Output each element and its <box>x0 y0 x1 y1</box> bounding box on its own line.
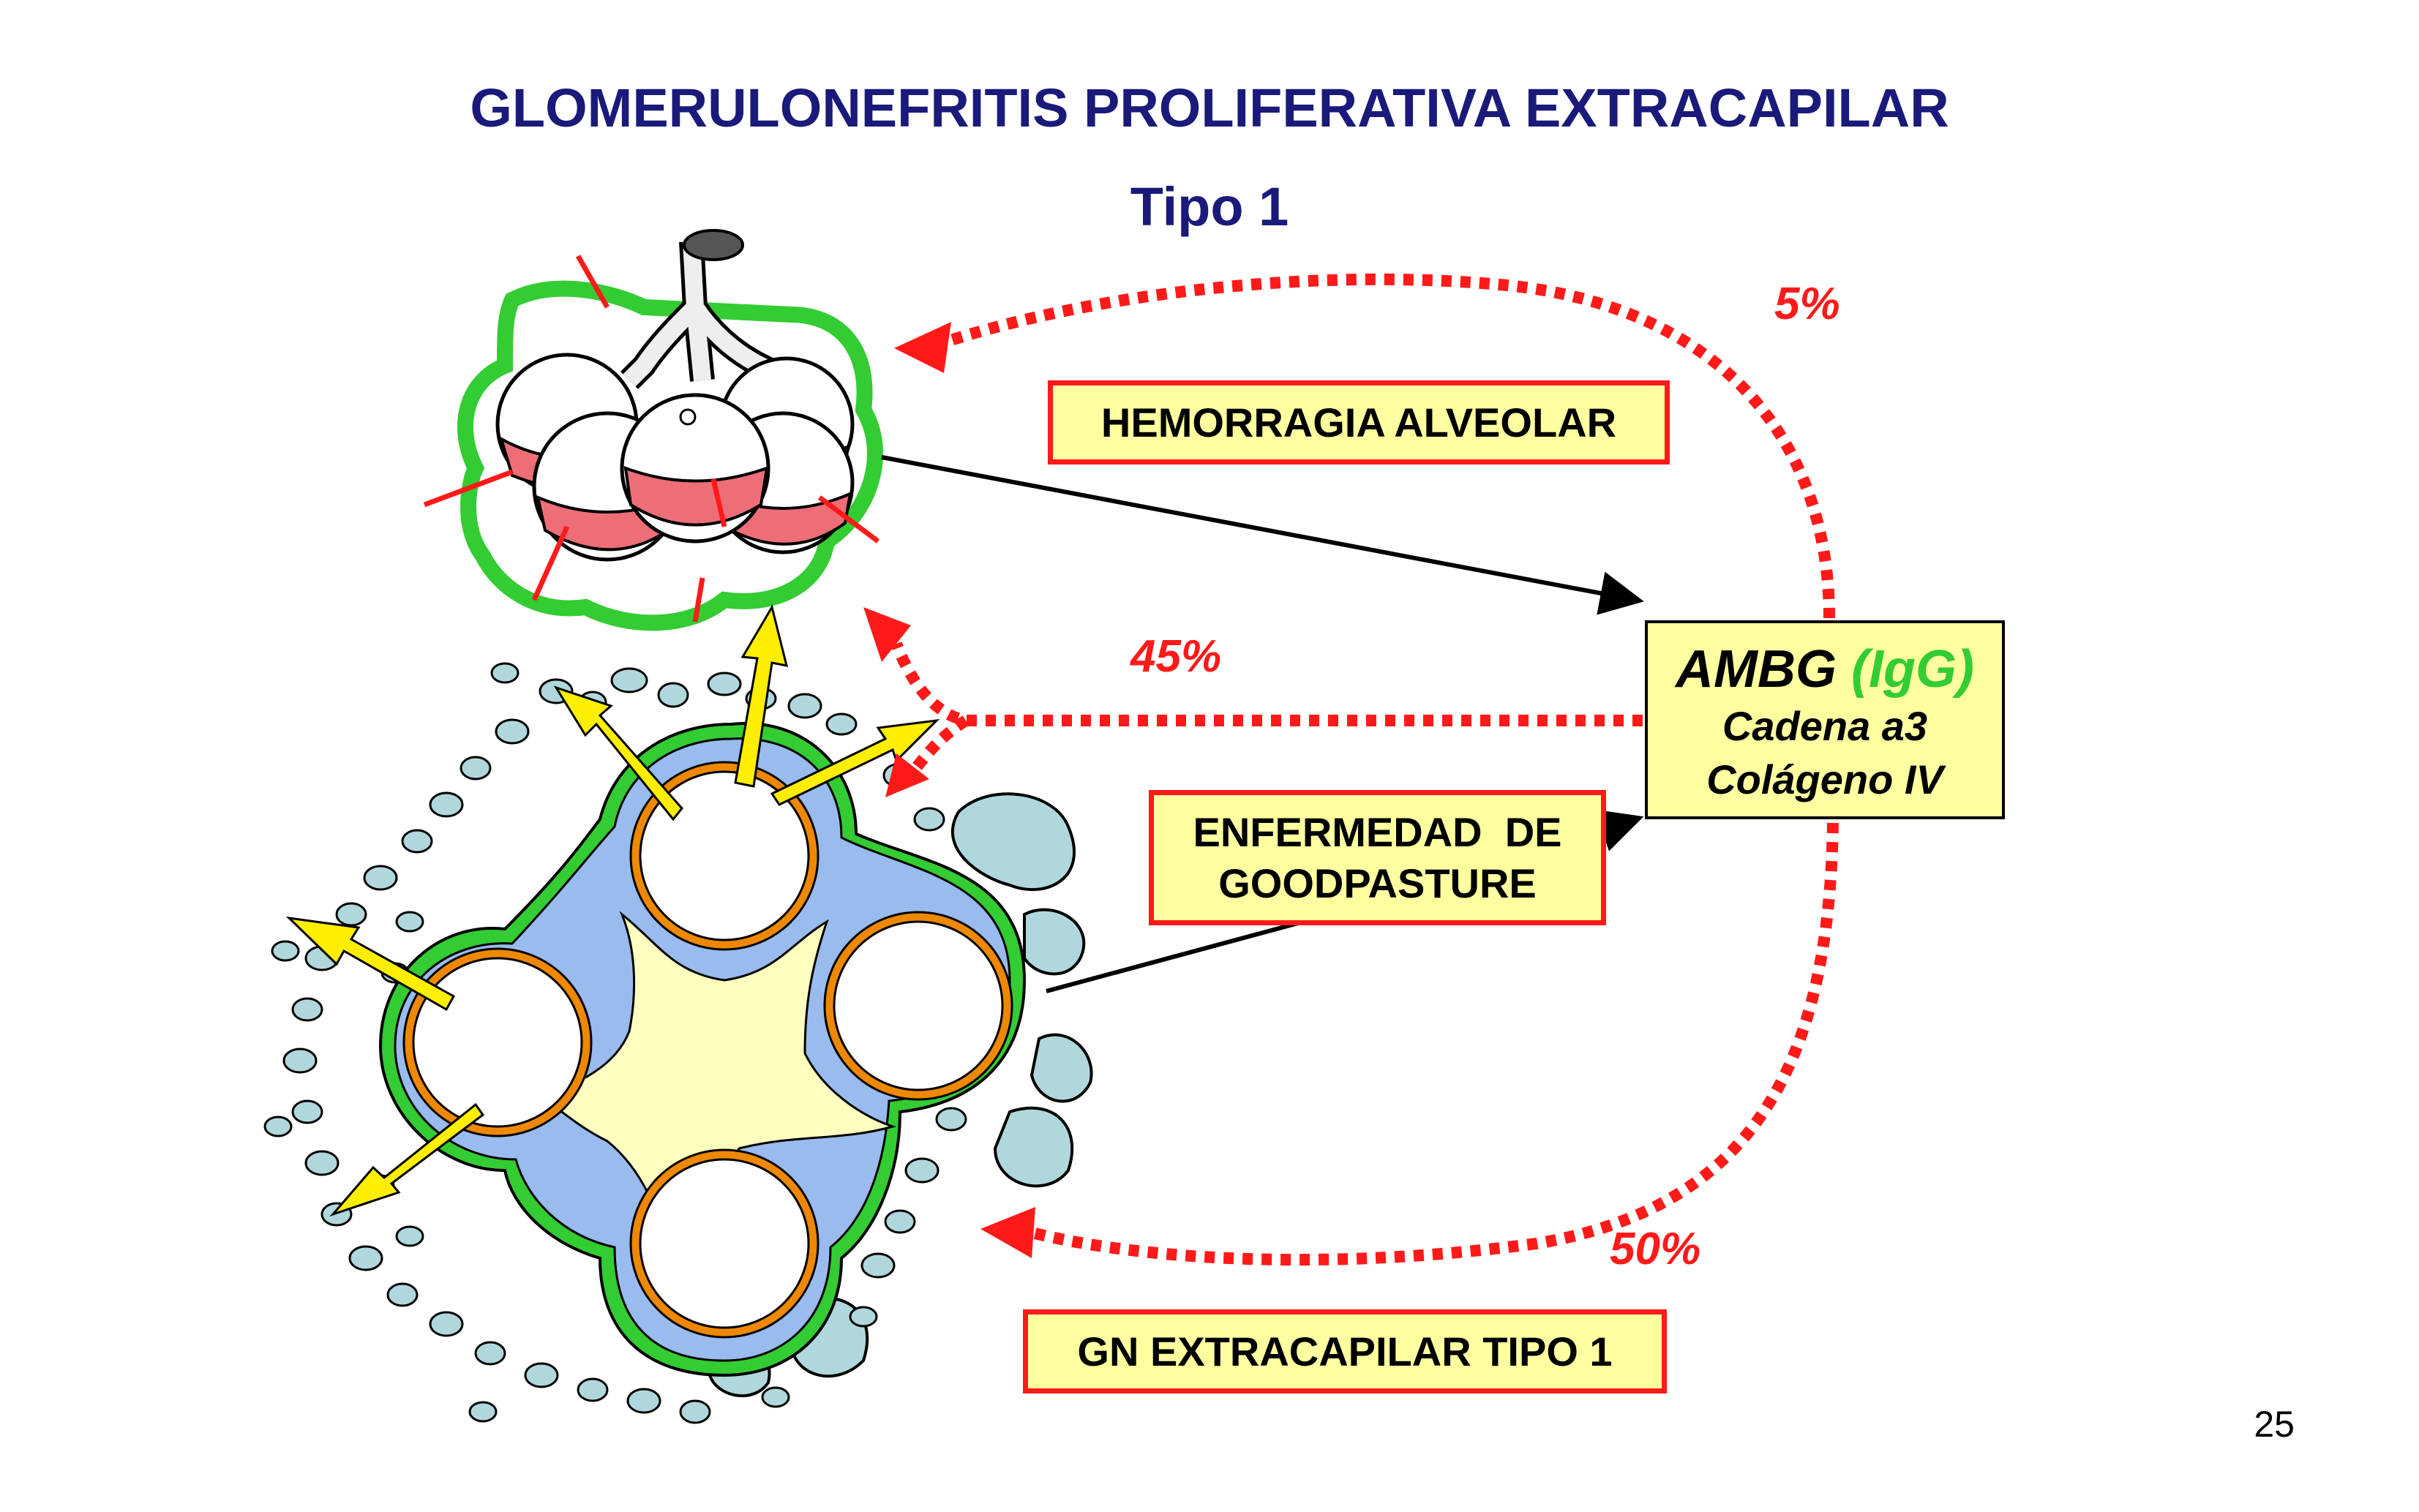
percentage-50: 50% <box>1610 1224 1701 1274</box>
cadena-label: Cadena a3 <box>1722 702 1928 749</box>
capillary-left <box>402 947 593 1137</box>
glomerulus-illustration <box>263 604 1093 1424</box>
arrowhead-50 <box>980 1207 1035 1258</box>
capillary-top <box>629 761 820 951</box>
page-number: 25 <box>2254 1404 2295 1445</box>
alveoli-illustration <box>423 229 883 631</box>
gn-extracapilar-box: GN EXTRACAPILAR TIPO 1 <box>1023 1309 1667 1393</box>
bronchus-opening <box>683 229 744 261</box>
ambg-heading: AMBG (IgG) <box>1648 639 2002 700</box>
percentage-5: 5% <box>1774 279 1840 329</box>
hemorragia-alveolar-label: HEMORRAGIA ALVEOLAR <box>1100 399 1617 445</box>
capillary-right <box>823 911 1013 1101</box>
dotted-arrow-45 <box>890 642 1643 783</box>
goodpasture-label-line2: GOODPASTURE <box>1218 860 1537 906</box>
page-title: GLOMERULONEFRITIS PROLIFERATIVA EXTRACAP… <box>470 78 1949 138</box>
alveolus-center <box>620 393 770 544</box>
dotted-arrow-5 <box>942 273 1835 619</box>
gn-extracapilar-label: GN EXTRACAPILAR TIPO 1 <box>1077 1328 1613 1374</box>
hemorrhage-arrows <box>423 255 880 623</box>
ambg-label: AMBG <box>1676 640 1837 699</box>
goodpasture-box: ENFERMEDAD DE GOODPASTURE <box>1149 790 1606 925</box>
percentage-45: 45% <box>1130 631 1222 682</box>
arrowhead-5 <box>894 322 951 373</box>
hemorragia-alveolar-box: HEMORRAGIA ALVEOLAR <box>1048 380 1670 464</box>
dotted-arrow-50 <box>1030 822 1839 1266</box>
page-subtitle: Tipo 1 <box>1130 176 1289 237</box>
ambg-box: AMBG (IgG) Cadena a3 Colágeno IV <box>1645 620 2005 819</box>
arrowhead-45-top <box>863 607 911 662</box>
goodpasture-label-line1: ENFERMEDAD DE <box>1193 808 1562 855</box>
arrowhead-45-bottom <box>885 753 929 797</box>
colageno-label: Colágeno IV <box>1706 756 1943 802</box>
capillary-bottom <box>629 1148 820 1339</box>
yellow-arrows <box>285 604 940 1217</box>
igg-label: (IgG) <box>1851 640 1974 699</box>
